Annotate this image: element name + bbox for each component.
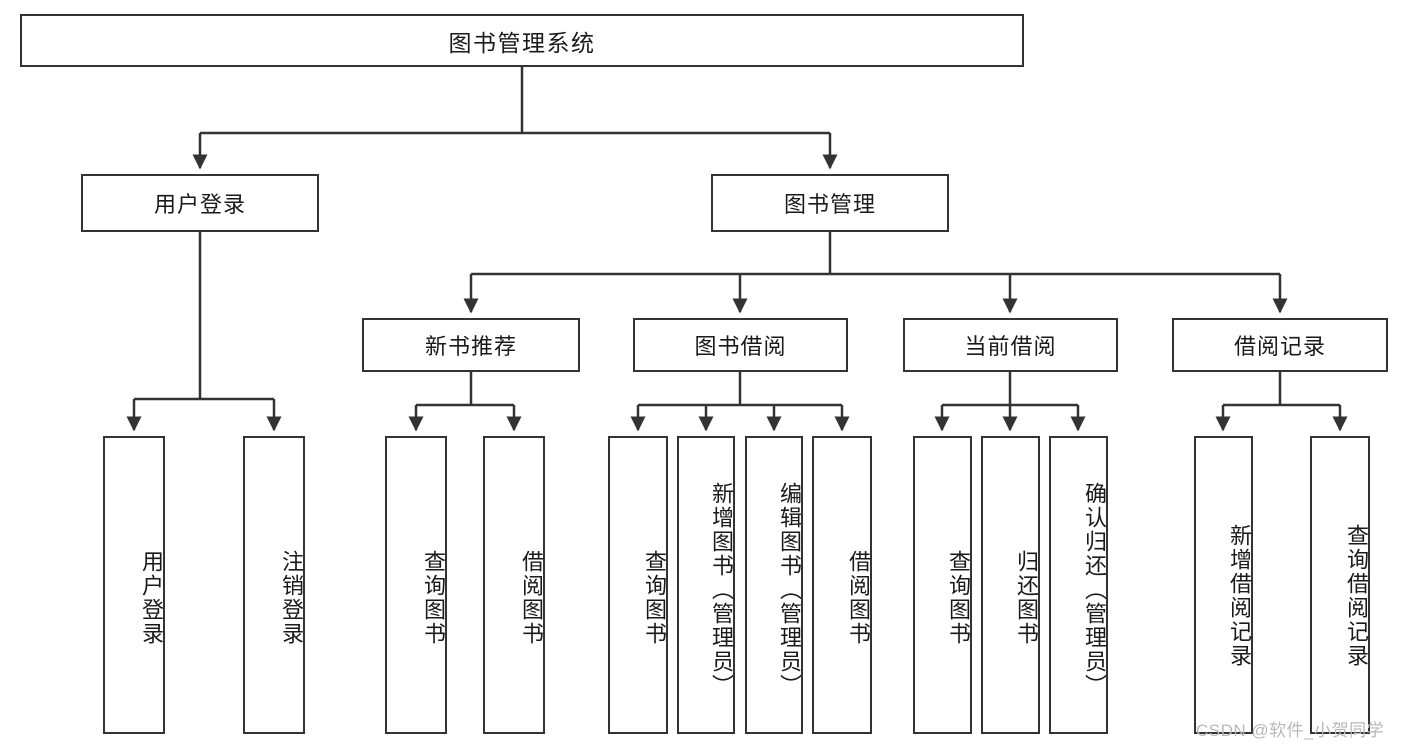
node-leaf-add-book[interactable]: 新增图书（管理员） bbox=[677, 436, 735, 734]
node-root[interactable]: 图书管理系统 bbox=[20, 14, 1024, 67]
node-leaf-borrow-book-label: 借阅图书 bbox=[846, 550, 871, 646]
node-leaf-confirm-return[interactable]: 确认归还（管理员） bbox=[1049, 436, 1108, 734]
node-leaf-return-book-label: 归还图书 bbox=[1014, 550, 1039, 646]
node-leaf-add-record[interactable]: 新增借阅记录 bbox=[1194, 436, 1253, 734]
node-user-login-label: 用户登录 bbox=[153, 192, 246, 217]
node-current-borrow-label: 当前借阅 bbox=[964, 334, 1057, 359]
node-leaf-borrow-book[interactable]: 借阅图书 bbox=[812, 436, 872, 734]
node-leaf-add-record-label: 新增借阅记录 bbox=[1227, 524, 1252, 668]
node-leaf-logout[interactable]: 注销登录 bbox=[243, 436, 305, 734]
node-leaf-query-book-rec[interactable]: 查询图书 bbox=[385, 436, 447, 734]
node-leaf-query-record-label: 查询借阅记录 bbox=[1344, 524, 1369, 668]
node-leaf-edit-book-label: 编辑图书（管理员） bbox=[777, 482, 802, 698]
node-new-book-recommend[interactable]: 新书推荐 bbox=[362, 318, 580, 372]
node-leaf-user-login[interactable]: 用户登录 bbox=[103, 436, 165, 734]
node-leaf-query-book-rec-label: 查询图书 bbox=[421, 550, 446, 646]
node-leaf-user-login-label: 用户登录 bbox=[139, 550, 164, 646]
node-book-borrow-label: 图书借阅 bbox=[694, 334, 787, 359]
node-leaf-borrow-book-rec[interactable]: 借阅图书 bbox=[483, 436, 545, 734]
node-leaf-query-book-cur[interactable]: 查询图书 bbox=[913, 436, 972, 734]
node-leaf-query-book-cur-label: 查询图书 bbox=[946, 550, 971, 646]
node-leaf-confirm-return-label: 确认归还（管理员） bbox=[1082, 482, 1107, 698]
node-root-label: 图书管理系统 bbox=[448, 29, 596, 56]
node-book-manage[interactable]: 图书管理 bbox=[711, 174, 949, 232]
csdn-watermark: CSDN @软件_小贺同学 bbox=[1196, 721, 1385, 740]
node-borrow-record[interactable]: 借阅记录 bbox=[1172, 318, 1388, 372]
node-current-borrow[interactable]: 当前借阅 bbox=[903, 318, 1118, 372]
node-new-book-recommend-label: 新书推荐 bbox=[424, 334, 517, 359]
node-borrow-record-label: 借阅记录 bbox=[1233, 334, 1326, 359]
node-leaf-edit-book[interactable]: 编辑图书（管理员） bbox=[745, 436, 803, 734]
node-leaf-borrow-book-rec-label: 借阅图书 bbox=[519, 550, 544, 646]
node-user-login[interactable]: 用户登录 bbox=[81, 174, 319, 232]
node-leaf-return-book[interactable]: 归还图书 bbox=[981, 436, 1040, 734]
node-leaf-query-book-borrow[interactable]: 查询图书 bbox=[608, 436, 668, 734]
node-book-borrow[interactable]: 图书借阅 bbox=[633, 318, 848, 372]
node-leaf-query-book-borrow-label: 查询图书 bbox=[642, 550, 667, 646]
node-leaf-add-book-label: 新增图书（管理员） bbox=[709, 482, 734, 698]
node-leaf-query-record[interactable]: 查询借阅记录 bbox=[1310, 436, 1370, 734]
node-leaf-logout-label: 注销登录 bbox=[279, 550, 304, 646]
node-book-manage-label: 图书管理 bbox=[783, 192, 876, 217]
